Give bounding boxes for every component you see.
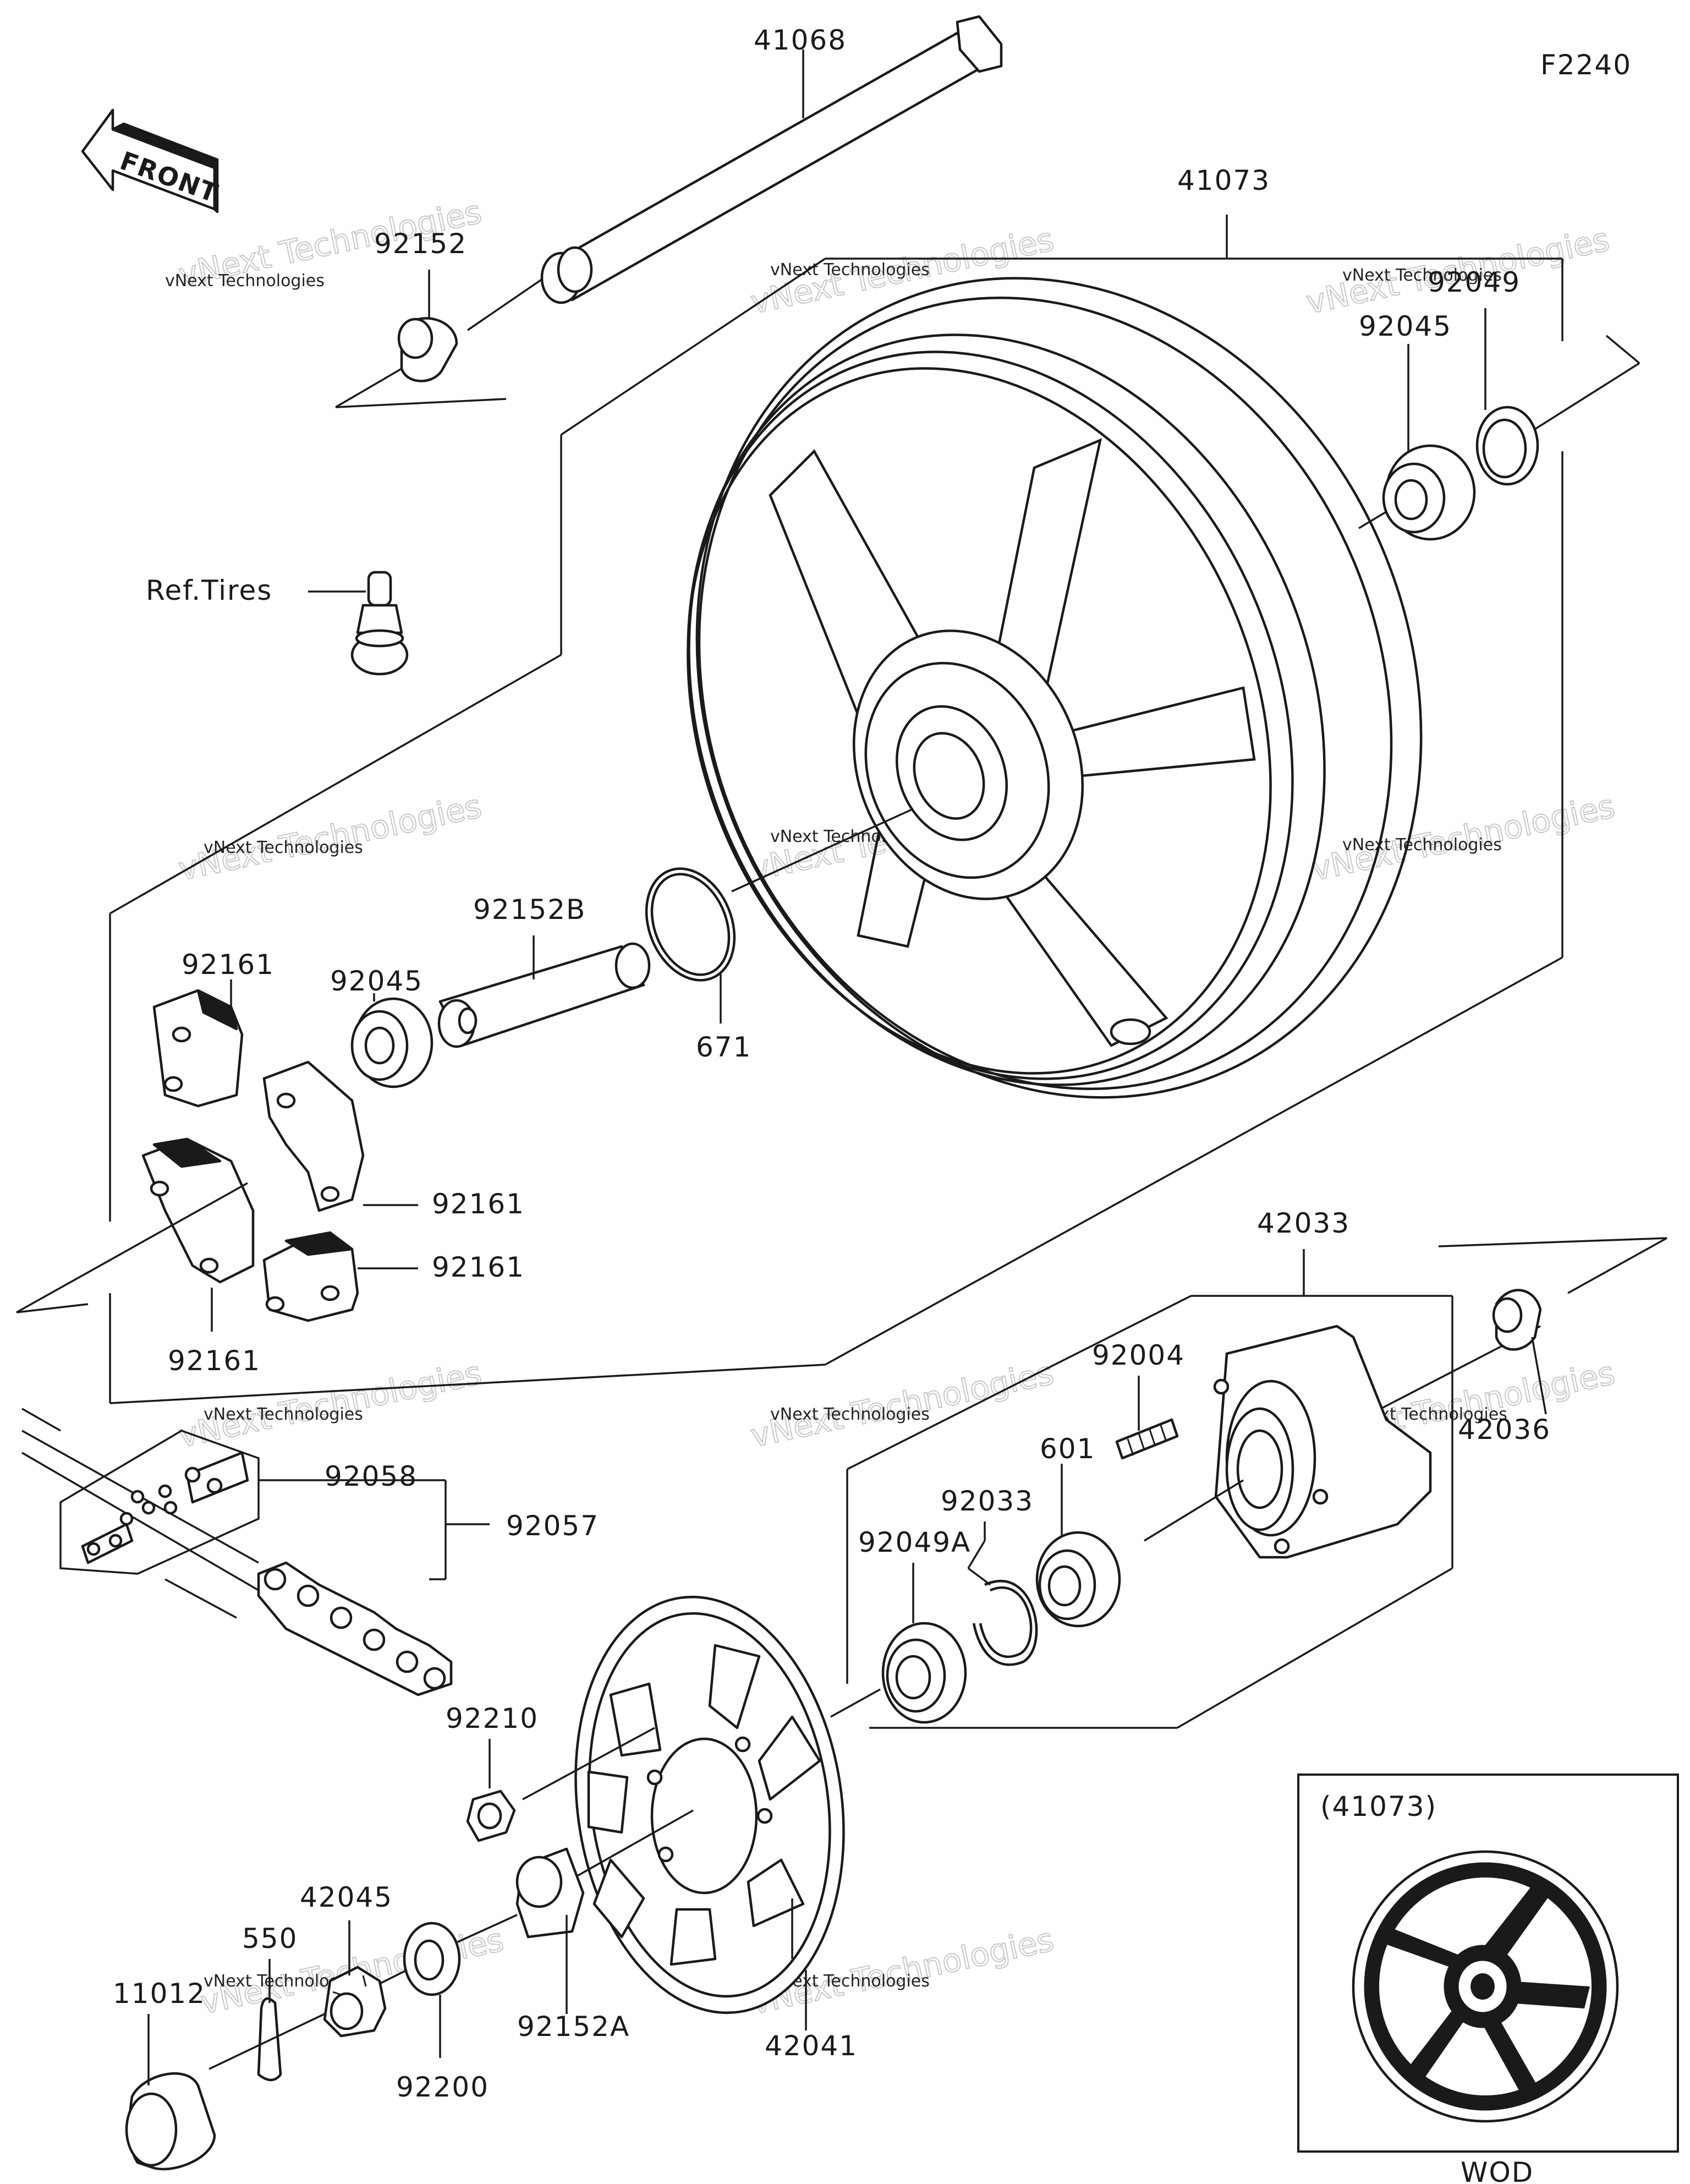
part-92004-stud: 92004	[1092, 1339, 1185, 1460]
label-92200: 92200	[396, 2071, 489, 2103]
part-92152b-collar: 92152B	[437, 894, 651, 1048]
label-92161-d: 92161	[168, 1345, 261, 1377]
part-92045-bearing-top: 92045	[1358, 310, 1476, 541]
label-42041: 42041	[765, 2030, 858, 2062]
inset-variant-label: WOD	[1461, 2156, 1534, 2184]
label-42033: 42033	[1257, 1207, 1350, 1239]
inset-wheel-variant: (41073) WOD	[1297, 1774, 1679, 2184]
label-92161-c: 92161	[432, 1251, 525, 1283]
label-11012: 11012	[113, 1978, 206, 2010]
part-42045-castle-nut: 42045	[300, 1881, 393, 2038]
label-92152b: 92152B	[473, 894, 586, 926]
label-92152a: 92152A	[517, 2011, 630, 2043]
part-601-bearing: 601	[1035, 1433, 1121, 1628]
label-601: 601	[1040, 1433, 1095, 1465]
watermark-text: vNext Technologies	[165, 271, 325, 291]
watermark-text: vNext Technologies	[204, 1405, 363, 1424]
label-92004: 92004	[1092, 1339, 1185, 1371]
part-550-cotter-pin: 550	[208, 1923, 325, 2082]
label-92058: 92058	[325, 1460, 418, 1492]
label-92033: 92033	[941, 1485, 1034, 1517]
label-42045: 42045	[300, 1881, 393, 1913]
watermark-text: vNext Technologies	[1342, 266, 1502, 285]
part-92152-collar: 92152	[335, 228, 507, 408]
inset-ref-label: (41073)	[1320, 1791, 1437, 1822]
label-671: 671	[696, 1031, 751, 1063]
watermark-text: vNext Technologies	[770, 1405, 930, 1424]
label-92161-b: 92161	[432, 1188, 525, 1220]
part-42033-hub-bracket: 42033	[846, 1207, 1453, 1729]
label-41068: 41068	[754, 24, 847, 56]
label-92045-top: 92045	[1359, 310, 1452, 342]
part-671-o-ring: 671	[645, 867, 751, 1063]
part-42036-collar: 42036	[1438, 1237, 1667, 1446]
label-92210: 92210	[446, 1703, 539, 1734]
watermark-text: vNext Technologies	[770, 260, 930, 280]
part-92152a-collar: 92152A	[456, 1847, 630, 2043]
diagram-code: F2240	[1540, 49, 1632, 81]
part-92161-damper-group: 92161 92161 92161 92161	[16, 949, 525, 1377]
label-92045-left: 92045	[330, 965, 423, 997]
part-92210-nut: 92210	[446, 1703, 539, 1842]
watermark-text: vNext Technologies	[204, 838, 363, 857]
part-92045-bearing-left: 92045	[330, 965, 434, 1088]
part-42041-sprocket: 42041	[522, 1595, 858, 2062]
part-92033-circlip: 92033	[941, 1485, 1038, 1666]
part-41068-axle: 41068	[467, 15, 1003, 331]
part-92057-chain: 92058 92057	[21, 1408, 599, 1696]
label-92049a: 92049A	[858, 1526, 971, 1558]
part-92049a-seal: 92049A	[830, 1526, 971, 1724]
label-41073: 41073	[1177, 165, 1270, 196]
label-92161-a: 92161	[182, 949, 275, 981]
front-direction-arrow: FRONT	[81, 108, 222, 214]
ref-tires-label: Ref.Tires	[146, 574, 272, 606]
part-92049-seal: 92049	[1428, 266, 1640, 486]
part-41073-bracket: 41073	[109, 165, 1563, 1404]
label-92049: 92049	[1428, 266, 1521, 298]
rear-wheel-rim	[687, 277, 1423, 1099]
valve-stem: Ref.Tires	[146, 571, 409, 676]
label-92152: 92152	[374, 228, 467, 260]
part-92200-washer: 92200	[374, 1922, 489, 2103]
part-11012-cap: 11012	[113, 1978, 216, 2171]
label-92057: 92057	[506, 1510, 599, 1542]
label-550: 550	[242, 1923, 298, 1955]
label-42036: 42036	[1458, 1414, 1551, 1446]
watermark-text: vNext Technologies	[1342, 835, 1502, 855]
part-42033-hub	[1144, 1324, 1541, 1559]
